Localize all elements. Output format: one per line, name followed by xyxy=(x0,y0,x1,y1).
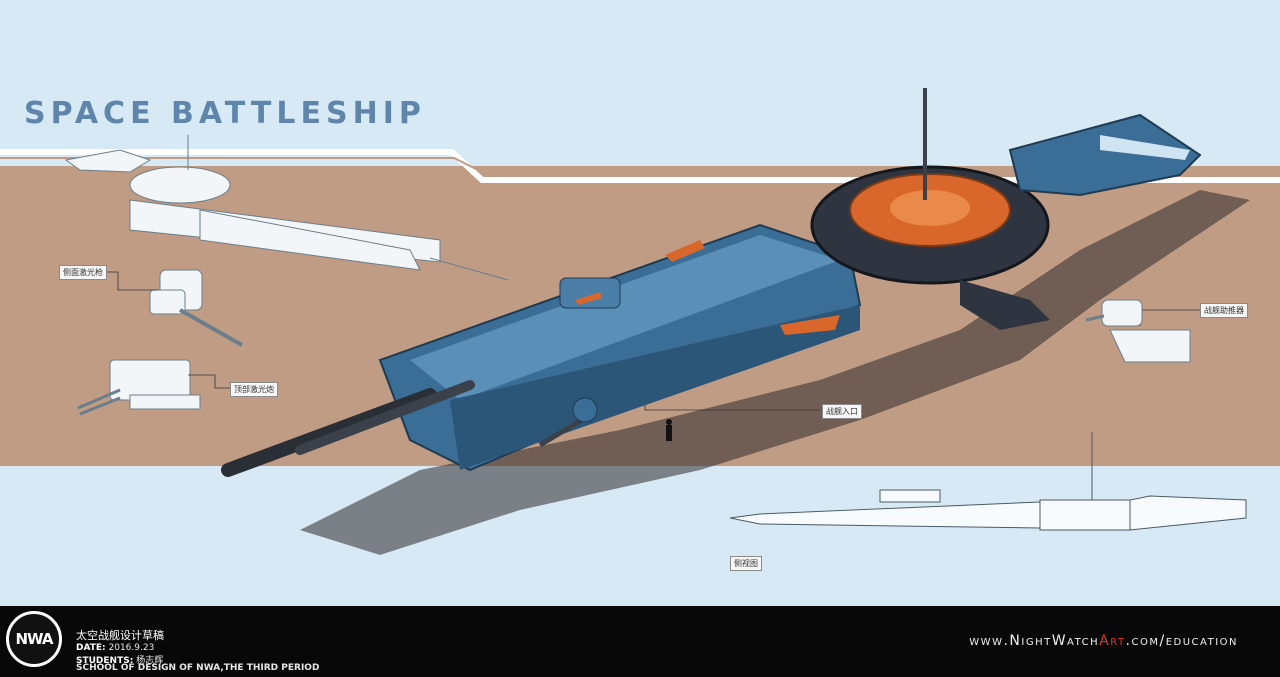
date-line: DATE: 2016.9.23 xyxy=(76,643,154,653)
callout-side-laser: 侧面激光枪 xyxy=(59,265,107,280)
callout-side-view: 侧视图 xyxy=(730,556,762,571)
students-value: 杨志辉 xyxy=(136,656,164,666)
nwa-logo: NWA xyxy=(6,611,62,667)
leader-thruster xyxy=(1139,309,1200,326)
side-laser-lineart xyxy=(149,269,243,347)
students-label: STUDENTS: xyxy=(76,656,134,666)
website-prefix: www.NightWatch xyxy=(969,633,1100,649)
website-suffix: .com/education xyxy=(1125,633,1238,649)
tan-stripe xyxy=(0,157,1280,171)
top-laser-lineart xyxy=(77,359,201,416)
date-value: 2016.9.23 xyxy=(108,643,155,653)
ship-shadow xyxy=(300,190,1250,555)
thruster-lineart xyxy=(1085,299,1191,363)
leader-side-laser xyxy=(100,271,158,291)
callout-top-laser: 顶部激光炮 xyxy=(230,382,278,397)
date-label: DATE: xyxy=(76,643,106,653)
callout-thruster: 战舰助推器 xyxy=(1200,303,1248,318)
page-title: SPACE BATTLESHIP xyxy=(24,96,426,131)
callout-entrance: 战舰入口 xyxy=(822,404,862,419)
scale-figure xyxy=(666,419,672,441)
footer-bar xyxy=(0,606,1280,677)
school-line: SCHOOL OF DESIGN OF NWA,THE THIRD PERIOD xyxy=(76,663,320,673)
design-subject: 太空战舰设计草稿 xyxy=(76,629,164,642)
leader-top-laser xyxy=(188,374,230,389)
ship-lineart-top xyxy=(64,135,509,281)
students-line: STUDENTS: 杨志辉 xyxy=(76,653,163,666)
side-view-lineart xyxy=(729,432,1247,531)
main-ship xyxy=(221,88,1202,477)
website-url: www.NightWatchArt.com/education xyxy=(969,633,1238,649)
website-art: Art xyxy=(1099,633,1126,649)
